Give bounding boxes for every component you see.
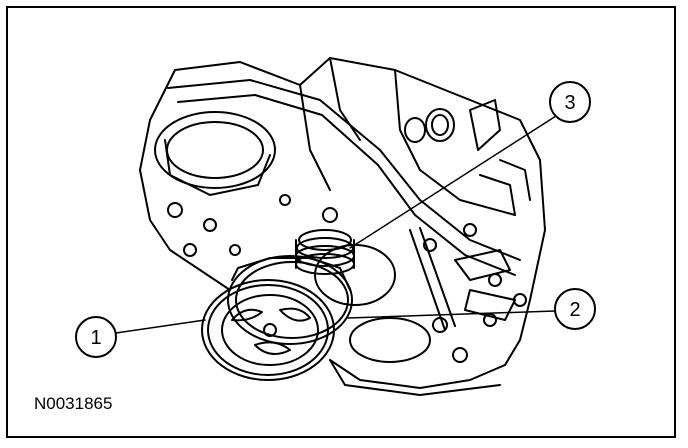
callout-3-label: 3 — [564, 92, 575, 114]
pulley-hub — [227, 255, 353, 345]
callout-2 — [347, 288, 596, 330]
crankshaft-pulley — [201, 279, 335, 381]
callout-1-label: 1 — [90, 327, 101, 349]
engine-block — [139, 57, 546, 396]
callout-1 — [75, 316, 206, 358]
figure-frame — [6, 6, 676, 438]
callout-3 — [349, 81, 591, 249]
seal-bellows — [295, 229, 355, 275]
figure-id: N0031865 — [34, 394, 113, 413]
callout-2-label: 2 — [569, 299, 580, 321]
